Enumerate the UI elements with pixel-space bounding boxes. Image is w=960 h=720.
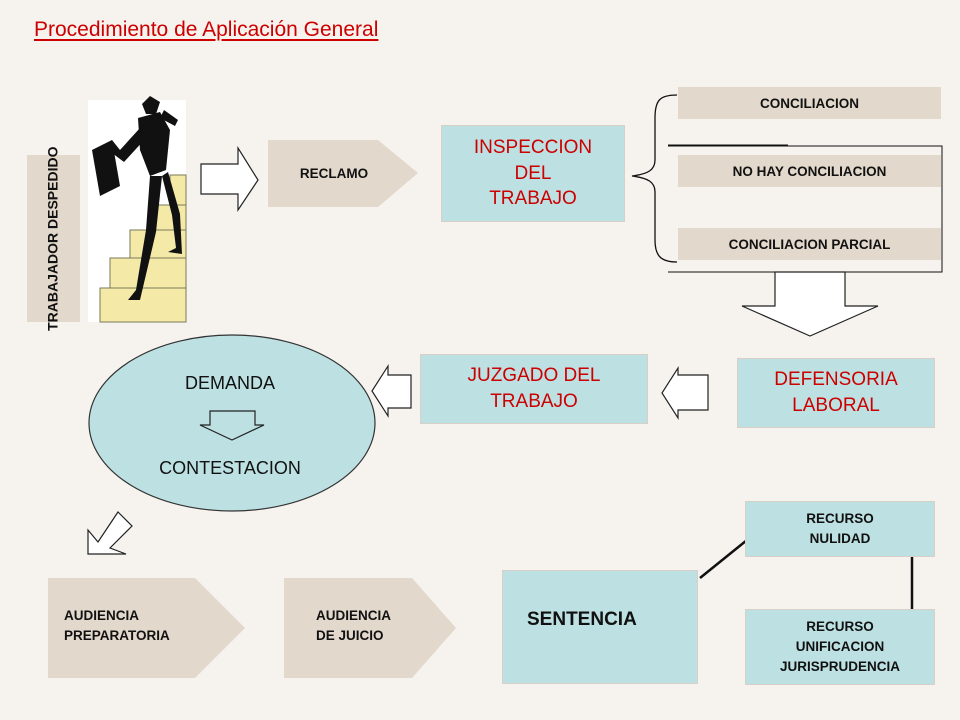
trabajador-despedido-box: TRABAJADOR DESPEDIDO [27, 146, 80, 331]
conciliacion-parcial-box: CONCILIACION PARCIAL [678, 228, 941, 260]
audiencia-juicio-label: AUDIENCIA DE JUICIO [316, 608, 392, 644]
sentencia-box: SENTENCIA [502, 570, 698, 684]
arrow-to-defensoria [741, 271, 879, 337]
audiencia-preparatoria-label: AUDIENCIA PREPARATORIA [64, 608, 170, 644]
recurso-unificacion-box: RECURSO UNIFICACION JURISPRUDENCIA [745, 609, 935, 685]
juzgado-box: JUZGADO DEL TRABAJO [420, 354, 648, 424]
stairs-clipart [88, 96, 187, 323]
arrow-demanda-contestacion [199, 410, 265, 441]
recurso-nulidad-box: RECURSO NULIDAD [745, 501, 935, 557]
arrow-to-audiencia [87, 511, 133, 555]
trabajador-despedido-label: TRABAJADOR DESPEDIDO [44, 146, 61, 331]
contestacion-label: CONTESTACION [159, 457, 301, 478]
demanda-ellipse [88, 334, 376, 512]
page-title: Procedimiento de Aplicación General [34, 18, 379, 41]
inspeccion-box: INSPECCION DEL TRABAJO [441, 125, 625, 222]
arrow-to-demanda [371, 363, 412, 419]
reclamo-label: RECLAMO [299, 166, 369, 181]
arrow-to-juzgado [661, 365, 709, 421]
arrow-to-reclamo [200, 145, 259, 212]
demanda-label: DEMANDA [184, 372, 275, 393]
conciliacion-box: CONCILIACION [678, 87, 941, 119]
options-brace [631, 94, 678, 263]
sentencia-label: SENTENCIA [527, 609, 637, 630]
defensoria-box: DEFENSORIA LABORAL [737, 358, 935, 428]
no-conciliacion-box: NO HAY CONCILIACION [678, 155, 941, 187]
